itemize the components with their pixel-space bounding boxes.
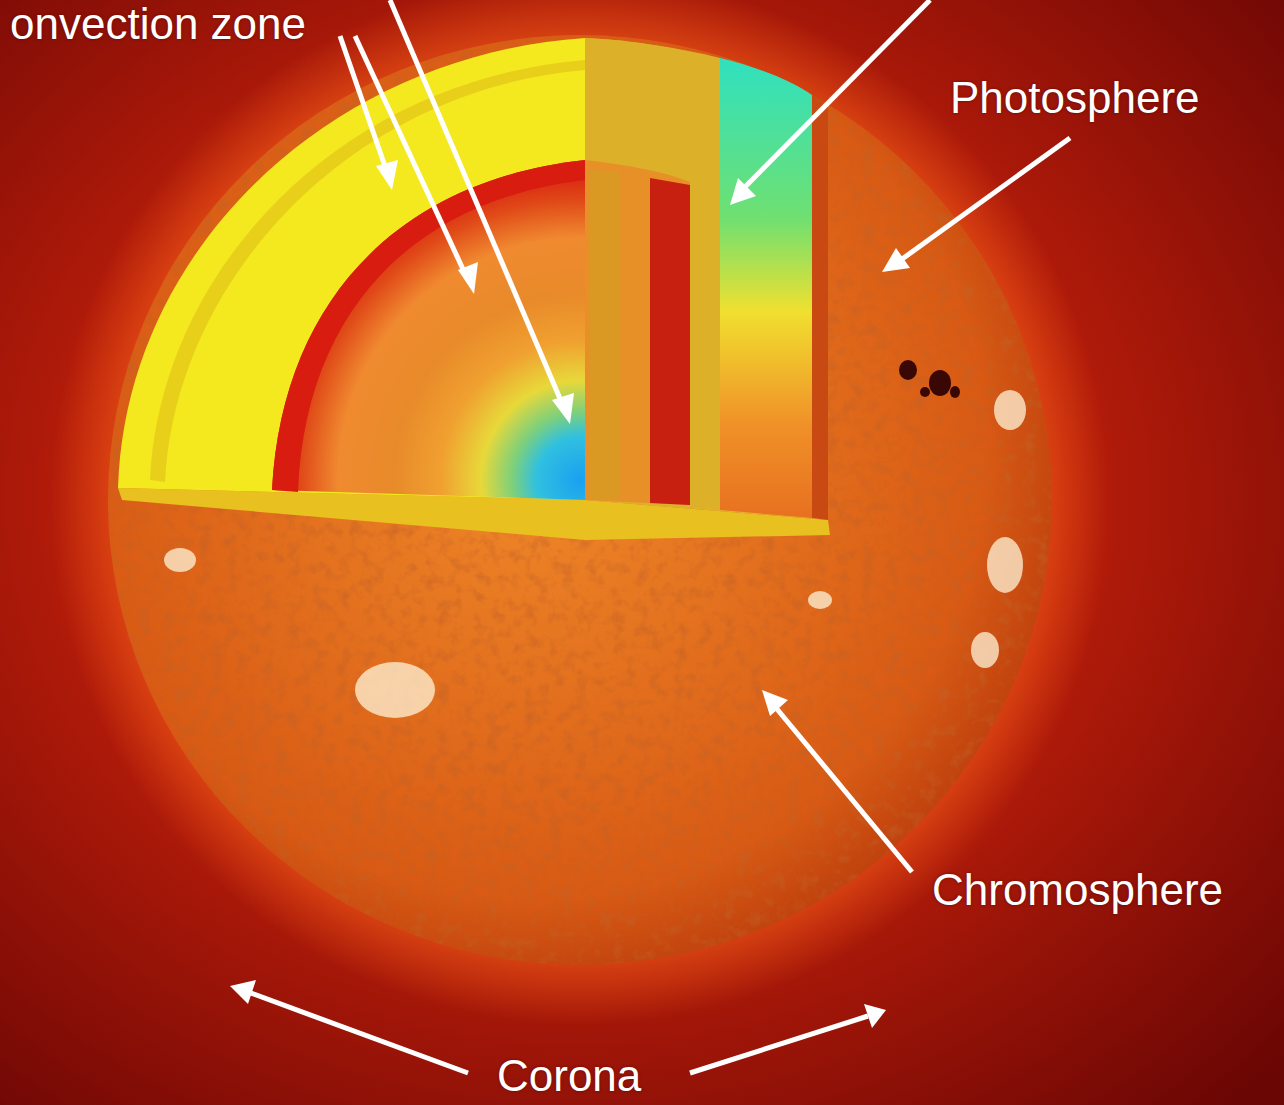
layer-label: onvection zone: [10, 0, 306, 48]
layer-label: Photosphere: [950, 74, 1200, 122]
layer-label: Corona: [497, 1052, 641, 1100]
layer-label: Chromosphere: [932, 866, 1223, 914]
